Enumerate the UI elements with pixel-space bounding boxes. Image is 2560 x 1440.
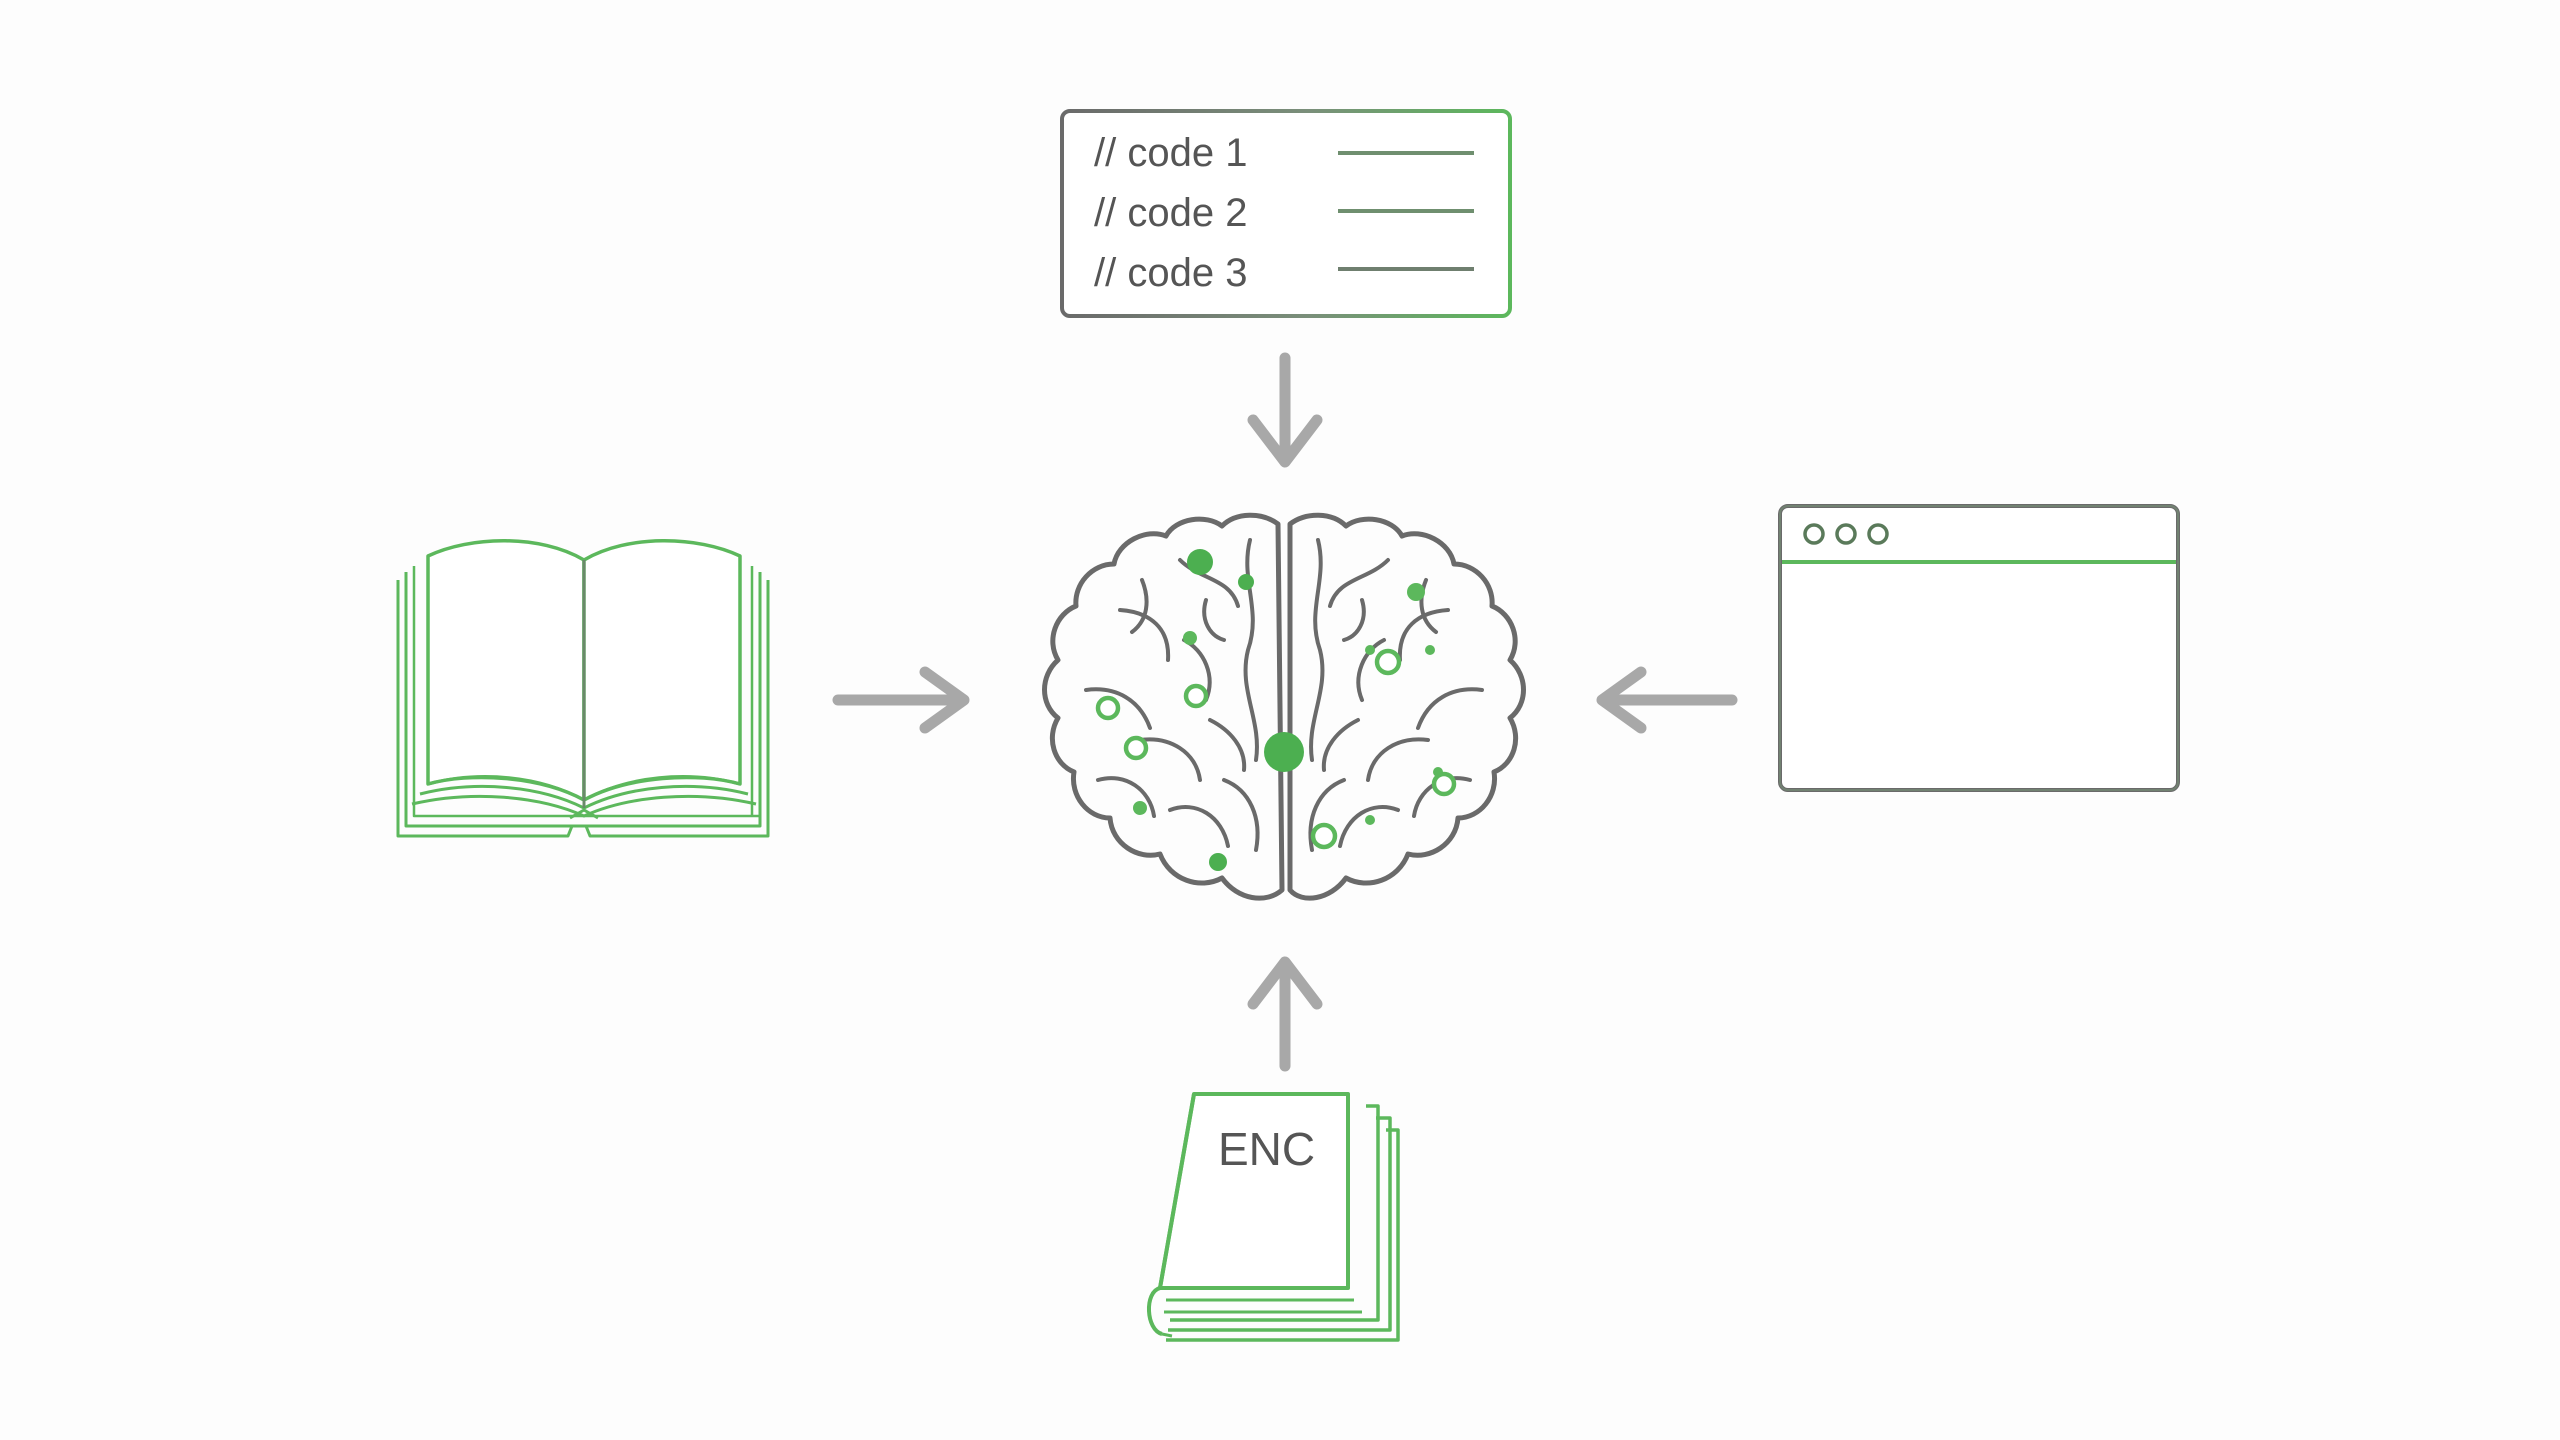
code-line-1: // code 1 (1094, 131, 1247, 175)
arrow-left-from-browser (1596, 666, 1738, 734)
arrow-down-from-code (1247, 352, 1323, 468)
brain-icon (1042, 512, 1526, 901)
browser-dot-3 (1867, 523, 1889, 545)
code-line-2: // code 2 (1094, 191, 1247, 235)
code-panel: // code 1 // code 2 // code 3 (1060, 109, 1512, 318)
arrow-right-from-book (832, 666, 970, 734)
brain-nodes (1105, 549, 1443, 871)
browser-window-icon (1778, 504, 2180, 792)
encyclopedia-label: ENC (1218, 1123, 1315, 1175)
browser-dot-2 (1835, 523, 1857, 545)
encyclopedia-book-icon: ENC (1146, 1092, 1400, 1342)
open-book-icon (396, 539, 770, 838)
browser-dot-1 (1803, 523, 1825, 545)
arrow-up-from-encyclopedia (1247, 956, 1323, 1072)
brain-ring-nodes (1095, 648, 1457, 850)
code-line-3: // code 3 (1094, 251, 1247, 295)
